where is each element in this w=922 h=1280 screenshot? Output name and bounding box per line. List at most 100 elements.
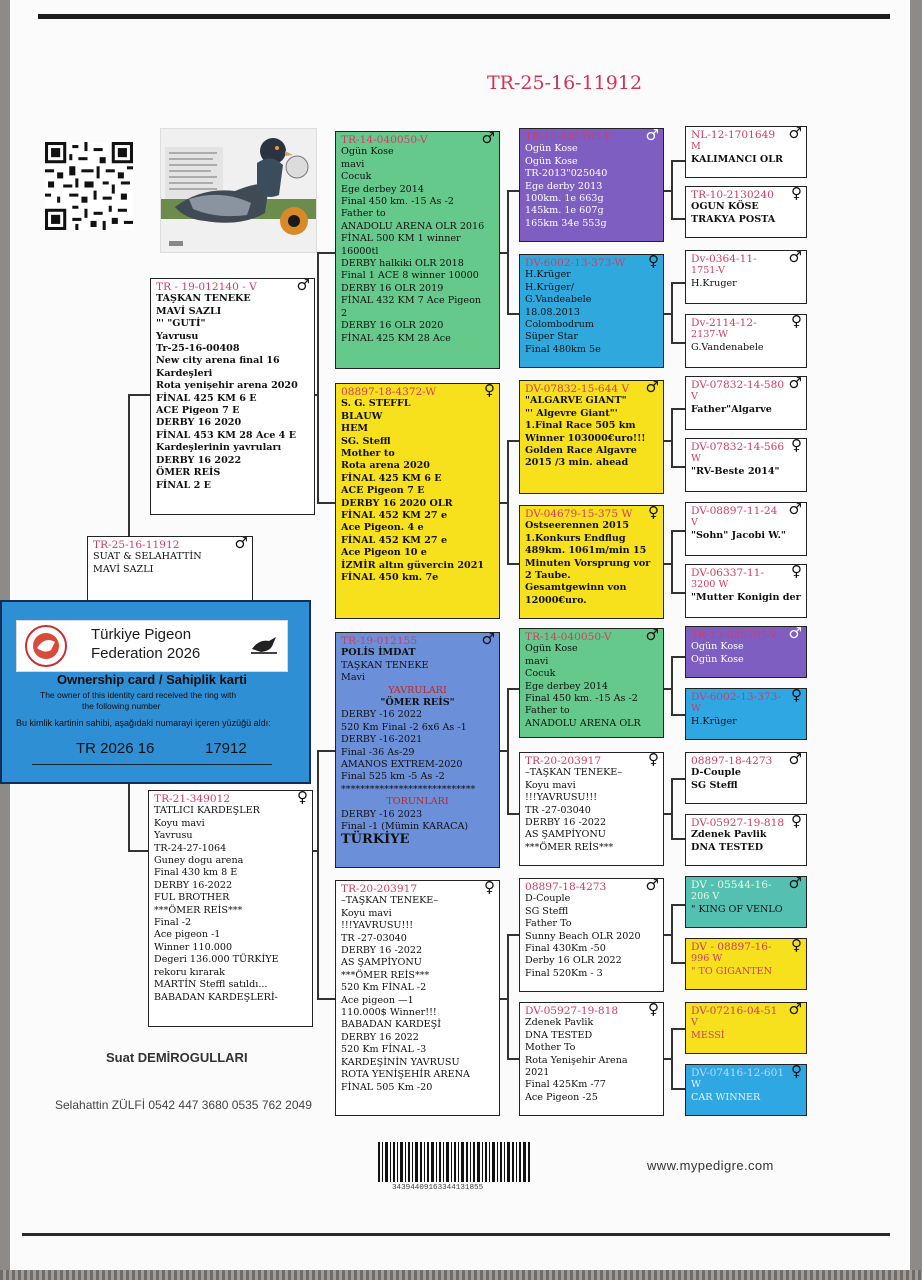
detail-line: AMANOS EXTREM-2020 [341,759,463,771]
barcode-number: 34394409163344131855 [392,1184,484,1192]
detail-line: FİNAL 425 KM 6 E [156,392,257,404]
detail-line: Final -2 [154,917,192,929]
detail-line: Degeri 136.000 TÜRKİYE [154,954,279,966]
ring-number: DV-07416-12-601 [691,1067,785,1079]
detail-line: CAR WINNER [691,1091,761,1103]
ring-number: DV-05927-19-818 [691,817,785,829]
gen3-box-3: ♂ DV-07832-15-644 V "ALGARVE GIANT" "' A… [519,380,664,494]
detail-line: TR-24-27-1064 [154,842,227,854]
detail-line: Ege derbey 2014 [525,680,608,692]
detail-line: 165km 34e 553g [525,217,607,229]
detail-line: Koyu mavi [525,779,576,791]
dam-dam-box: ♀ TR-20-203917 –TAŞKAN TENEKE– Koyu mavi… [335,880,500,1116]
detail-line: DERBY 16 2022 [341,1031,419,1043]
female-icon: ♀ [791,688,802,704]
detail-line: TRAKYA POSTA [691,213,776,225]
ring-number: 08897-18-4273 [525,881,607,893]
female-icon: ♀ [791,438,802,454]
pigeon-image [161,129,316,252]
detail-line: 12000€uro. [525,594,587,606]
gen3-box-5: ♂ TR-14-040050-V Ogün Kose mavi Cocuk Eg… [519,628,664,738]
gen4-box-8: ♀ DV-06337-11- 3200 W "Mutter Konigin de… [685,564,807,618]
detail-line: Ogün Kose [691,653,744,665]
detail-line: Yavrusu [154,830,193,842]
detail-line: V [691,517,698,529]
detail-line: Father"Algarve [691,403,772,415]
detail-line: ROTA YENİŞEHİR ARENA [341,1069,470,1081]
detail-line: Zdenek Pavlik [691,829,767,841]
detail-line: 520 Km FİNAL -2 [341,982,427,994]
female-icon: ♀ [791,1064,802,1080]
detail-line: DERBY 16 OLR 2019 [341,282,444,294]
gen4-box-1: ♂ NL-12-1701649 M KALIMANCI OLR [685,126,807,178]
detail-line: Ace pigeon —1 [341,994,414,1006]
ring-number: DV-6002-13-373-W [525,257,626,269]
pedigree-ring-title: TR-25-16-11912 [487,72,643,94]
female-icon: ♀ [648,254,659,270]
detail-line: Final -1 (Mümin KARACA) [341,821,469,833]
detail-line: DERBY 16 -2022 [341,945,423,957]
detail-line: H.Kruger [691,277,737,289]
card-text-en: The owner of this identity card received… [40,690,237,700]
detail-line: SG. Steffl [341,435,391,447]
detail-line: POLİS İMDAT [341,647,416,659]
detail-line: G.Vandenabele [691,341,764,353]
pigeon-icon [251,637,277,654]
connector [317,502,335,504]
detail-line: Final 425Km -77 [525,1079,606,1091]
male-icon: ♂ [788,752,802,768]
detail-line: Minuten Vorsprung vor [525,557,651,569]
detail-line: Gesamtgewinn von [525,582,627,594]
detail-line: Final 450 km. -15 As -2 [525,693,638,705]
ring-number: TR - 19-012140 - V [156,281,257,293]
detail-line: "RV-Beste 2014" [691,465,780,477]
detail-line: Final 525 km -5 As -2 [341,771,445,783]
detail-line: Süper Star [525,331,578,343]
connector [507,440,519,442]
detail-line: HEM [341,423,368,435]
connector [507,934,519,936]
male-icon: ♂ [645,128,659,144]
ring-number: DV-06337-11- [691,567,764,579]
ring-number: NL-12-1701649 [691,129,776,141]
sire-dam-box: ♀ 08897-18-4372-W S. G. STEFFL BLAUW HEM… [335,383,500,619]
ring-number: TR-25-16-11912 [93,539,180,551]
ring-number: DV-07832-15-644 V [525,383,630,395]
detail-line: Koyu mavi [154,817,205,829]
detail-line: FİNAL 453 KM 28 Ace 4 E [156,429,297,441]
detail-line: Cocuk [525,668,556,680]
connector [671,218,685,220]
detail-line: 520 Km FİNAL -3 [341,1044,427,1056]
connector [507,190,519,192]
detail-line: 206 V [691,891,720,903]
detail-line: Ace Pigeon 10 e [341,547,427,559]
website-url: www.mypedigre.com [647,1158,774,1173]
detail-line: Cocuk [341,171,372,183]
detail-line: DERBY 16 2020 OLR [341,497,453,509]
connector [671,592,685,594]
detail-line: DERBY 16 2020 [156,417,242,429]
detail-line: "' "GUTİ" [156,318,206,330]
detail-line: FİNAL 425 KM 6 E [341,472,442,484]
detail-line: 2021 [525,1067,550,1079]
detail-line: FİNAL 452 KM 27 e [341,534,448,546]
detail-line: V [691,391,698,403]
female-icon: ♀ [791,938,802,954]
ring-number: DV - 05544-16- [691,879,772,891]
detail-line: Ogün Kose [525,643,578,655]
detail-line: V [691,1017,698,1029]
ring-number: TR-19-012155 [341,635,418,647]
detail-line: –TAŞKAN TENEKE– [525,767,623,779]
detail-line: Tr-25-16-00408 [156,343,240,355]
detail-line: Ace pigeon -1 [154,929,221,941]
ring-number: Dv-2114-12- [691,317,757,329]
detail-line: ACE Pigeon 7 E [341,485,425,497]
detail-line: Ostseerennen 2015 [525,520,630,532]
detail-line: 2015 /3 min. ahead [525,457,629,469]
male-icon: ♂ [788,376,802,392]
owner-line: SUAT & SELAHATTİN [93,551,202,563]
gen3-box-4: ♀ DV-04679-15-375 W Ostseerennen 2015 1.… [519,505,664,619]
male-icon: ♂ [788,626,802,642]
detail-line: Golden Race Algavre [525,445,637,457]
detail-line: W [691,1079,701,1091]
